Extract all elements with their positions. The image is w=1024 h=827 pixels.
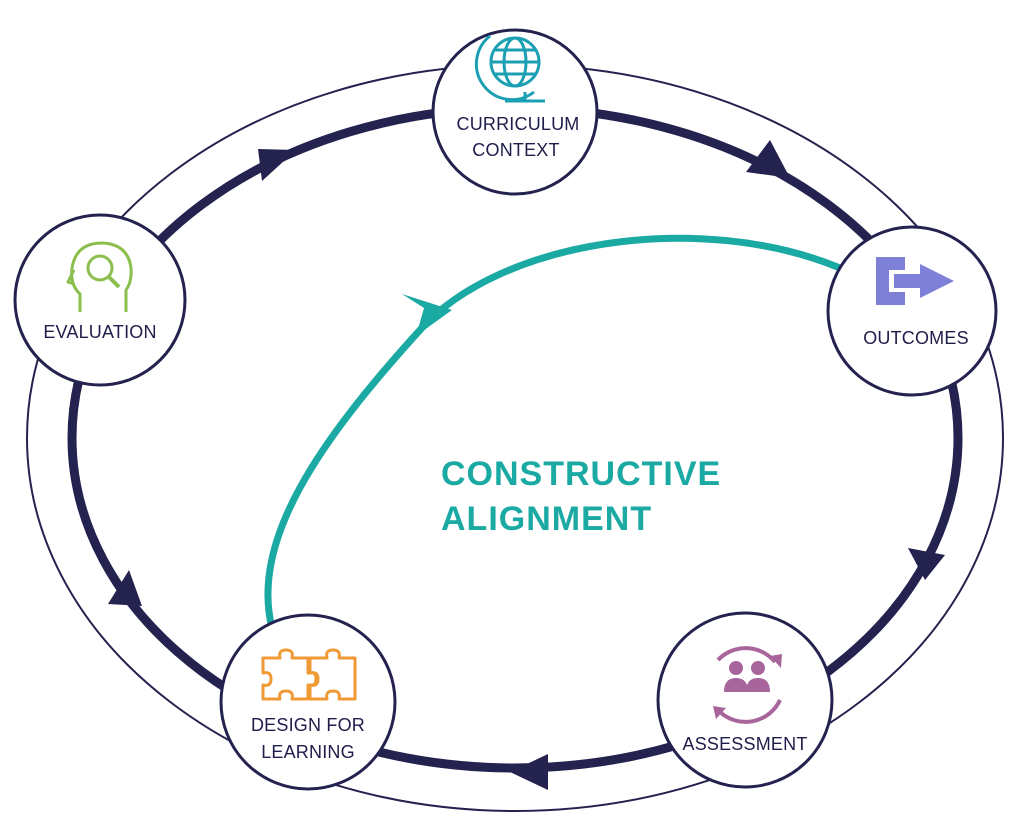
cycle-arrow-left (108, 570, 142, 606)
center-title-line1: CONSTRUCTIVE (441, 455, 721, 493)
alignment-arrowhead (402, 294, 452, 336)
cycle-arrow-bottom (510, 754, 548, 790)
cycle-arrow-top-left (258, 149, 296, 181)
node-outcomes: OUTCOMES (826, 225, 998, 397)
center-title-line2: ALIGNMENT (441, 500, 652, 538)
puzzle-icon (261, 648, 357, 701)
group-refresh-icon (713, 646, 782, 724)
node-design-for-learning: DESIGN FOR LEARNING (219, 613, 397, 791)
export-arrow-icon (876, 257, 954, 305)
node-curriculum-context: CURRICULUM CONTEXT (431, 28, 599, 196)
node-assessment: ASSESSMENT (656, 611, 834, 789)
cycle-arrow-top-right (746, 140, 790, 178)
outcomes-label: OUTCOMES (863, 328, 969, 348)
curriculum-label-line1: CURRICULUM (457, 114, 580, 134)
evaluation-label: EVALUATION (43, 322, 156, 342)
cycle-arrow-right (908, 548, 945, 580)
design-label-line1: DESIGN FOR (251, 715, 365, 735)
design-label-line2: LEARNING (261, 742, 355, 762)
alignment-curve (264, 234, 844, 632)
assessment-label: ASSESSMENT (682, 734, 807, 754)
head-search-icon (66, 241, 133, 312)
curriculum-label-line2: CONTEXT (472, 140, 559, 160)
globe-icon (474, 34, 545, 103)
node-evaluation: EVALUATION (13, 213, 187, 387)
